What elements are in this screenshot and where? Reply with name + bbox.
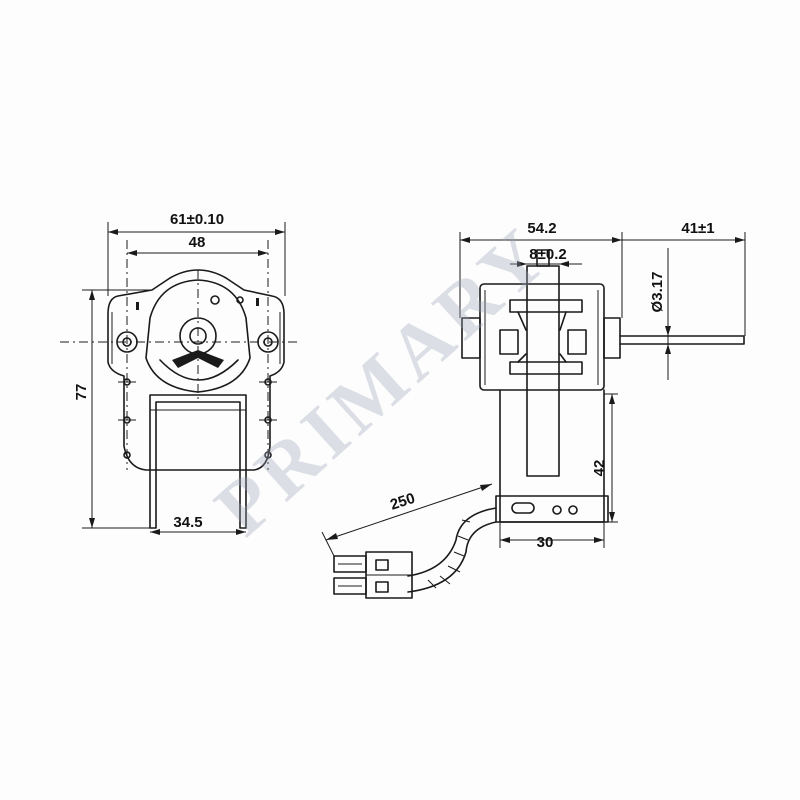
bracket-hole-1 (552, 505, 562, 515)
end-cap-right (603, 317, 621, 359)
tab-mark-left (136, 302, 139, 310)
lead-wire-lower (407, 521, 497, 593)
bearing-left (499, 329, 519, 355)
bearing-struts (517, 311, 567, 363)
bracket-hole-2 (568, 505, 578, 515)
bracket-slot (511, 502, 535, 514)
rivet-top (210, 295, 220, 305)
dim-bracket-height: 42 (591, 460, 608, 477)
dim-body-length: 54.2 (527, 220, 556, 237)
dim-hole-spacing: 48 (189, 234, 206, 251)
mount-hole-left (116, 331, 138, 353)
side-view: 54.2 41±1 8±0.2 Ø3.17 42 30 250 (321, 220, 746, 599)
dim-line-lead-length (325, 483, 493, 541)
mounting-bracket (499, 389, 605, 523)
shaft-bore (189, 327, 207, 345)
end-cap-left (461, 317, 481, 359)
dim-bracket-width: 30 (537, 534, 554, 551)
connector-terminal-upper (333, 555, 367, 573)
bearing-plate-bottom (509, 361, 583, 375)
bracket-base (495, 495, 609, 523)
stator-edge-lines (111, 312, 281, 364)
tab-mark-right (256, 298, 259, 306)
dim-overall-width: 61±0.10 (170, 211, 224, 228)
coil-bracket (149, 394, 247, 529)
output-shaft (619, 335, 745, 345)
lead-wire-upper (407, 507, 497, 577)
watermark: PRIMARY (199, 209, 567, 552)
rotor-housing (145, 279, 251, 393)
rivet-holes (118, 378, 277, 459)
mount-hole-right-inner (263, 337, 273, 347)
front-view: 61±0.10 48 77 34.5 (60, 211, 300, 535)
shading-pole (172, 350, 224, 368)
mount-hole-right (257, 331, 279, 353)
dim-lead-length: 250 (388, 490, 417, 514)
rivet-top-right (236, 296, 244, 304)
wire-stripes (427, 519, 471, 589)
bearing-right (567, 329, 587, 355)
dim-shaft-length: 41±1 (681, 220, 714, 237)
mount-hole-left-inner (122, 337, 132, 347)
dim-bearing-width: 8±0.2 (529, 246, 566, 263)
connector-terminal-lower (333, 577, 367, 595)
shaft-tip (536, 249, 550, 267)
dim-coil-width: 34.5 (173, 514, 202, 531)
dim-shaft-diameter: Ø3.17 (649, 272, 666, 313)
bearing-plate-top (509, 299, 583, 313)
dim-height: 77 (73, 384, 90, 401)
rotor-lower-arc (159, 359, 239, 381)
